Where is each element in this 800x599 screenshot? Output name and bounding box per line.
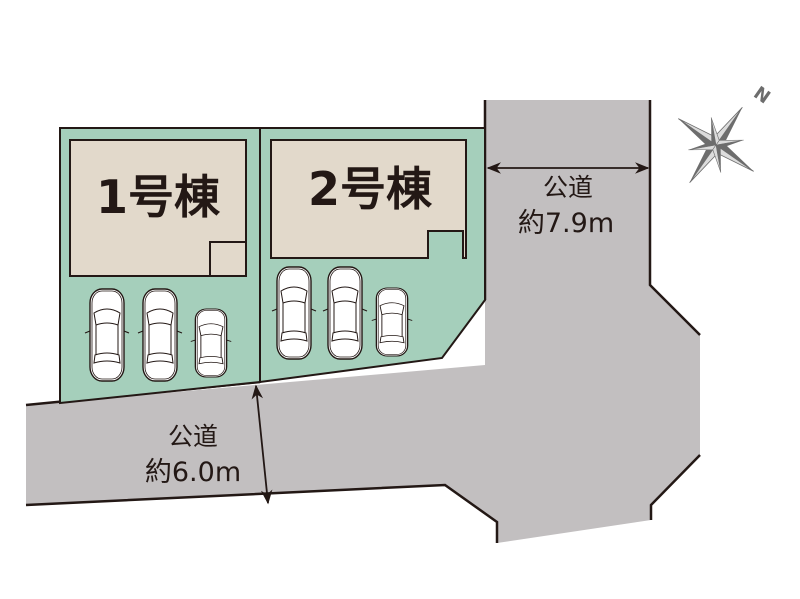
road-vertical [26, 100, 700, 543]
road-1-name: 公道 [543, 173, 593, 202]
car-icon [371, 287, 413, 357]
compass-rose-icon [678, 107, 754, 183]
building-2 [270, 139, 467, 259]
road-width-arrow-horizontal [251, 384, 273, 505]
building-1-label: 1号棟 [96, 170, 221, 224]
road-1-width: 約7.9m [518, 208, 614, 239]
road-2-name: 公道 [168, 422, 218, 451]
compass-north-label: N [750, 82, 774, 108]
car-icon [137, 288, 183, 382]
car-icon [84, 288, 130, 382]
car-icon [271, 266, 317, 360]
car-icon [322, 266, 368, 360]
car-icon [190, 308, 232, 378]
building-2-label: 2号棟 [308, 162, 433, 216]
road-2-width: 約6.0m [145, 457, 241, 488]
